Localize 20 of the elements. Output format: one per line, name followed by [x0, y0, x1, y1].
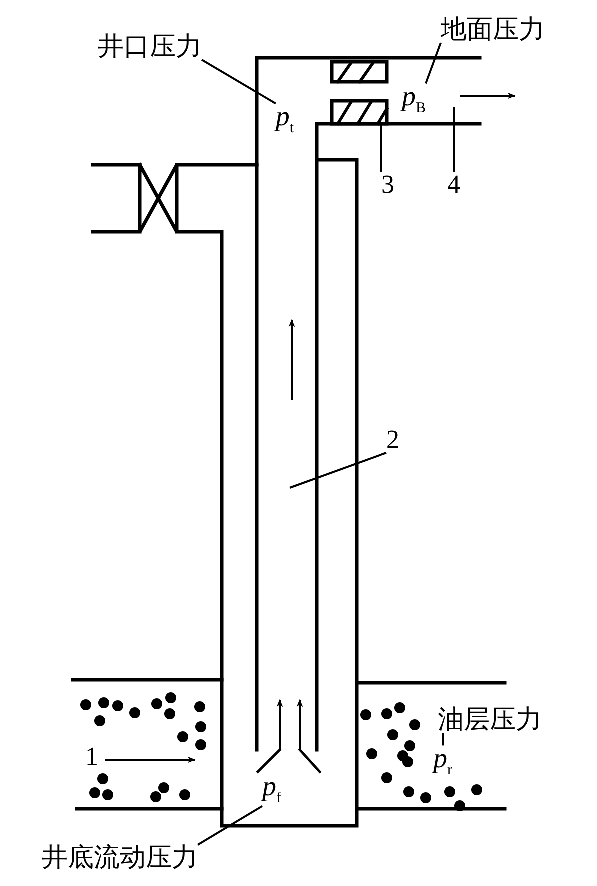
leader-line — [442, 733, 444, 746]
pressure-symbol: p$_{B}$ — [402, 84, 426, 116]
pressure-label: 井口压力 — [98, 34, 202, 60]
pressure-label: 油层压力 — [438, 707, 542, 733]
pressure-label: 地面压力 — [441, 17, 545, 43]
pressure-symbol: p$_{t}$ — [276, 104, 294, 136]
callout-number: 1 — [86, 744, 98, 770]
leader-line — [290, 452, 387, 489]
leader-line — [453, 107, 455, 172]
pressure-symbol: p$_{f}$ — [262, 774, 282, 806]
callout-number: 2 — [386, 427, 400, 453]
choke-block — [330, 99, 389, 126]
pressure-symbol: p$_{r}$ — [434, 746, 452, 778]
leader-line — [202, 59, 276, 105]
leader-line — [380, 124, 382, 172]
callout-number: 4 — [448, 172, 460, 198]
callout-number: 3 — [382, 172, 394, 198]
leader-line — [425, 42, 442, 84]
leader-line — [197, 805, 264, 846]
pressure-label: 井底流动压力 — [42, 845, 198, 871]
